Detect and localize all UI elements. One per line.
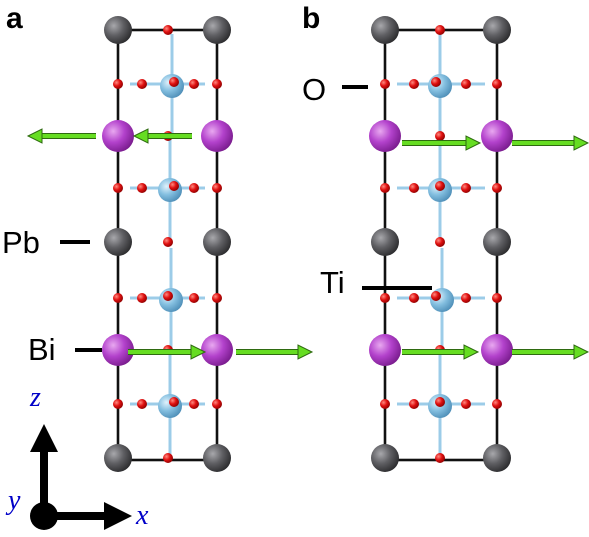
pb-atom: [203, 444, 231, 472]
displacement-arrow-head: [132, 128, 149, 144]
x-axis-arrowhead: [104, 502, 132, 530]
displacement-arrow-head: [26, 128, 43, 144]
o-atom: [431, 77, 441, 87]
axis-label-x: x: [136, 500, 149, 531]
o-atom: [492, 79, 502, 89]
o-atom: [189, 183, 199, 193]
bi-atom: [369, 334, 401, 366]
o-atom: [492, 183, 502, 193]
o-atom: [435, 25, 445, 35]
pb-atom: [104, 16, 132, 44]
o-atom: [212, 183, 222, 193]
o-atom: [163, 453, 173, 463]
o-atom: [212, 79, 222, 89]
o-atom: [212, 293, 222, 303]
z-axis-arrowhead: [30, 424, 58, 452]
o-atom: [431, 291, 441, 301]
o-atom: [435, 131, 445, 141]
atom-label-o: O: [302, 72, 327, 107]
displacement-arrow-head: [573, 344, 589, 360]
o-atom: [461, 293, 471, 303]
o-atom: [137, 399, 147, 409]
o-atom: [435, 181, 445, 191]
o-atom: [409, 79, 419, 89]
o-atom: [461, 399, 471, 409]
o-atom: [380, 399, 390, 409]
o-atom: [169, 397, 179, 407]
o-atom: [113, 183, 123, 193]
displacement-arrow-head: [190, 344, 207, 360]
bi-atom: [481, 120, 513, 152]
o-atom: [409, 293, 419, 303]
o-atom: [137, 79, 147, 89]
o-atom: [409, 399, 419, 409]
bi-atom: [102, 120, 134, 152]
pb-atom: [104, 444, 132, 472]
pb-atom: [371, 16, 399, 44]
o-atom: [113, 293, 123, 303]
o-atom: [409, 183, 419, 193]
o-atom: [113, 399, 123, 409]
atom-layer: [102, 16, 513, 472]
o-atom: [461, 79, 471, 89]
o-atom: [137, 293, 147, 303]
pb-atom: [483, 228, 511, 256]
o-atom: [435, 237, 445, 247]
axis-label-z: z: [30, 382, 41, 413]
pb-atom: [203, 228, 231, 256]
o-atom: [189, 399, 199, 409]
o-atom: [163, 237, 173, 247]
o-atom: [169, 181, 179, 191]
pb-atom: [371, 444, 399, 472]
displacement-arrow-head: [465, 135, 482, 151]
bi-atom: [102, 334, 134, 366]
bi-atom: [201, 334, 233, 366]
displacement-arrow-layer: [26, 128, 589, 360]
o-atom: [189, 293, 199, 303]
o-atom: [435, 397, 445, 407]
pb-atom: [483, 16, 511, 44]
label-leader-layer: [30, 85, 432, 530]
displacement-arrow-head: [573, 135, 589, 151]
displacement-arrow-head: [297, 344, 314, 360]
ti-atom: [158, 394, 182, 418]
o-atom: [380, 293, 390, 303]
axis-label-y: y: [8, 485, 21, 516]
pb-atom: [483, 444, 511, 472]
o-atom: [163, 291, 173, 301]
o-atom: [169, 77, 179, 87]
o-atom: [461, 183, 471, 193]
bi-atom: [369, 120, 401, 152]
o-atom: [189, 79, 199, 89]
atom-label-bi: Bi: [28, 332, 56, 367]
o-atom: [113, 79, 123, 89]
o-atom: [212, 399, 222, 409]
panel-label-b: b: [302, 2, 321, 35]
pb-atom: [104, 228, 132, 256]
pb-atom: [203, 16, 231, 44]
panel-label-a: a: [6, 2, 23, 35]
ti-atom: [158, 178, 182, 202]
pb-atom: [371, 228, 399, 256]
atom-label-pb: Pb: [2, 225, 40, 260]
o-atom: [435, 453, 445, 463]
bi-atom: [481, 334, 513, 366]
o-atom: [163, 25, 173, 35]
o-atom: [380, 79, 390, 89]
atom-label-ti: Ti: [320, 265, 345, 300]
o-atom: [492, 399, 502, 409]
o-atom: [137, 183, 147, 193]
o-atom: [380, 183, 390, 193]
displacement-arrow-head: [463, 344, 480, 360]
o-atom: [492, 293, 502, 303]
bi-atom: [201, 120, 233, 152]
ti-atom: [428, 74, 452, 98]
